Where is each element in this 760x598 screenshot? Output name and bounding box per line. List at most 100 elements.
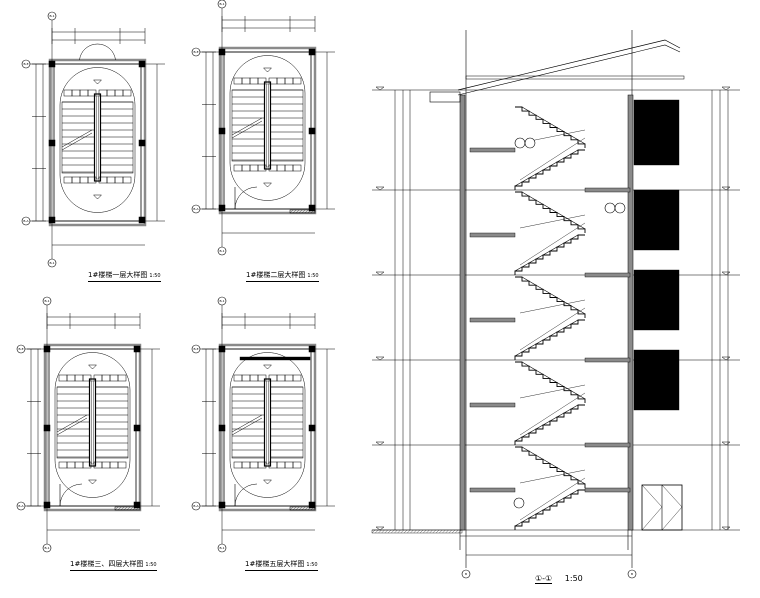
railing-block — [257, 374, 267, 382]
stair-flight-down-soffit — [521, 276, 586, 315]
section-scale: 1:50 — [564, 574, 583, 583]
column — [138, 139, 146, 147]
grid-left-bottom-bubble — [21, 216, 31, 226]
level-marker — [375, 526, 385, 531]
hatch-line — [455, 529, 459, 534]
hatch-line — [114, 506, 119, 511]
hatch-line — [378, 529, 382, 534]
break-line — [56, 414, 88, 433]
railing-block — [276, 77, 286, 85]
parapet — [239, 356, 311, 361]
stair-plan-2: B-1B-1B-EB-A — [191, 0, 335, 256]
railing-block — [233, 164, 243, 172]
hatch-line — [442, 529, 446, 534]
column — [308, 501, 316, 509]
landing-outline — [229, 55, 306, 201]
column — [218, 424, 226, 432]
column — [218, 48, 226, 56]
detail-callout — [524, 137, 536, 149]
hatch-line — [400, 529, 404, 534]
roof-line — [457, 39, 681, 91]
stair-flight-down-soffit — [521, 361, 586, 400]
railing-line — [519, 384, 586, 399]
break-line — [231, 414, 263, 433]
stair-flight-down-soffit — [521, 106, 586, 145]
railing-block — [257, 461, 267, 469]
ground-hatch — [371, 529, 463, 534]
detail-callout — [514, 137, 526, 149]
railing-block — [233, 77, 243, 85]
grid-bottom-label: B-1 — [49, 261, 54, 265]
stair-flight-up-soffit — [514, 404, 579, 442]
column — [308, 424, 316, 432]
plan-title-2-text: 1#楼梯二层大样图 — [246, 271, 306, 279]
door-swing — [79, 43, 98, 61]
column — [218, 501, 226, 509]
level-marker — [92, 194, 103, 200]
railing-block — [63, 89, 73, 97]
level-marker — [721, 186, 731, 191]
hatch-strip — [289, 209, 316, 214]
railing-block — [58, 461, 68, 469]
grid-left-top-label: B-E — [23, 62, 28, 66]
grid-left-bottom-bubble — [191, 204, 201, 214]
railing-block — [106, 176, 116, 184]
stair-flight-down — [515, 446, 586, 488]
section-title-text: ①-① — [535, 574, 553, 584]
level-marker — [721, 86, 731, 91]
column — [218, 204, 226, 212]
stair-flight-down — [515, 106, 586, 148]
railing-line — [519, 137, 586, 181]
stair-flight-up-soffit — [514, 234, 579, 272]
floor-slab — [584, 442, 631, 448]
grid-left-top-bubble — [16, 344, 26, 354]
level-marker — [87, 364, 98, 370]
grid-left-bottom-label: B-A — [23, 219, 29, 223]
railing-block — [249, 77, 259, 85]
railing-block — [79, 176, 89, 184]
detail-callout — [614, 202, 626, 214]
level-marker — [721, 441, 731, 446]
roof-line — [457, 44, 681, 96]
grid-left-top-bubble — [191, 344, 201, 354]
plan-scale-4: 1:50 — [306, 562, 318, 568]
section-grid-right-label: B — [631, 572, 633, 576]
break-line — [231, 417, 263, 436]
grid-left-bottom-label: B-A — [193, 504, 199, 508]
railing-block — [241, 164, 251, 172]
railing-line — [519, 214, 586, 229]
railing-block — [117, 374, 127, 382]
hatch-line — [387, 529, 392, 534]
stair-flight-up-soffit — [514, 489, 579, 527]
door-swing — [641, 484, 663, 508]
railing-line — [519, 307, 586, 351]
detail-callout — [604, 202, 616, 214]
plan-scale-3: 1:50 — [145, 562, 157, 568]
railing-block — [87, 176, 97, 184]
level-marker — [721, 271, 731, 276]
hatch-line — [423, 529, 427, 534]
grid-left-top-label: B-E — [193, 347, 198, 351]
hatch-line — [426, 529, 430, 534]
grid-bottom-label: B-1 — [219, 546, 224, 550]
landing-outline — [54, 352, 131, 498]
hatch-line — [126, 506, 131, 511]
railing-line — [519, 477, 586, 521]
column — [138, 60, 146, 68]
railing-line — [519, 222, 586, 266]
break-line — [61, 132, 93, 151]
stair-plan-3: B-1B-1B-EB-A — [16, 296, 160, 553]
railing-block — [276, 164, 286, 172]
hatch-line — [301, 506, 306, 511]
level-marker — [262, 364, 273, 370]
grid-left-top-bubble — [191, 47, 201, 57]
grid-bottom-bubble — [217, 543, 227, 553]
railing-block — [233, 461, 243, 469]
level-marker — [262, 67, 273, 73]
railing-block — [114, 176, 124, 184]
landing-slab — [469, 402, 516, 408]
railing-block — [284, 374, 294, 382]
plan-title-1-text: 1#楼梯一层大样图 — [88, 271, 148, 279]
floor-slab — [584, 357, 631, 363]
